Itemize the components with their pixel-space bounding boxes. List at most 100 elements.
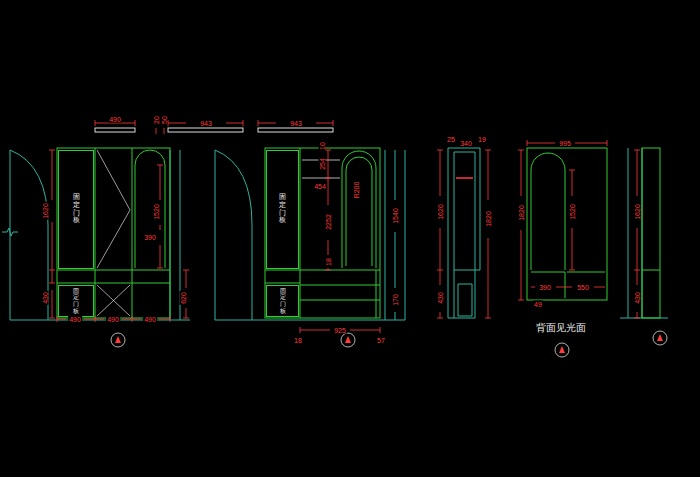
dimension-line bbox=[437, 150, 443, 318]
section-outline bbox=[454, 152, 475, 318]
view-marker bbox=[341, 333, 355, 347]
view-marker bbox=[111, 333, 125, 347]
dimension-line bbox=[57, 316, 170, 322]
hanging-rod bbox=[456, 177, 473, 179]
dimension-text: 995 bbox=[558, 140, 572, 147]
view-marker bbox=[653, 331, 667, 345]
cabinet-outline bbox=[265, 148, 380, 318]
dimension-text: 25 bbox=[446, 136, 456, 143]
top-view-bar bbox=[95, 128, 333, 132]
dimension-text: 340 bbox=[459, 140, 473, 147]
dimension-line bbox=[527, 140, 607, 146]
dimension-text: 390 bbox=[538, 284, 552, 291]
top-view-bar bbox=[95, 128, 135, 132]
dimension-line bbox=[49, 150, 55, 318]
dimension-text: 943 bbox=[289, 120, 303, 127]
panel-label: 固定门板 bbox=[280, 288, 286, 314]
wall-outline bbox=[2, 150, 190, 320]
dimension-text: 490 bbox=[68, 316, 82, 323]
dimension-text: 390 bbox=[143, 234, 157, 241]
section-outline bbox=[448, 148, 480, 318]
dimension-text: 19 bbox=[477, 136, 487, 143]
door-swing bbox=[97, 150, 130, 268]
dimension-text: 1820 bbox=[518, 204, 525, 222]
panel-label: 固定门板 bbox=[73, 288, 79, 314]
dimension-text: 49 bbox=[533, 301, 543, 308]
dimension-line bbox=[168, 120, 243, 126]
panel-label: 固定门板 bbox=[73, 194, 80, 225]
side-panel-outline bbox=[642, 270, 660, 271]
dimension-text: 18 bbox=[325, 257, 332, 267]
section-outline bbox=[448, 148, 480, 318]
cabinet-outline bbox=[265, 148, 380, 318]
wall-outline bbox=[215, 150, 405, 320]
dimension-text: 620 bbox=[180, 291, 187, 305]
dimension-text: 50 bbox=[161, 115, 168, 125]
dimension-text: R200 bbox=[353, 181, 360, 200]
dimension-text: 490 bbox=[106, 316, 120, 323]
dimension-text: 925 bbox=[333, 327, 347, 334]
cabinet-outline bbox=[342, 151, 376, 268]
wall-outline bbox=[10, 150, 190, 320]
dimension-text: 490 bbox=[108, 116, 122, 123]
dimension-text: 254 bbox=[319, 157, 326, 171]
dimension-line bbox=[325, 150, 331, 270]
dimension-line bbox=[569, 170, 575, 270]
cabinet-outline bbox=[57, 148, 170, 318]
dimension-line bbox=[95, 120, 333, 134]
dimension-text: 20 bbox=[153, 115, 160, 125]
back-panel-outline bbox=[527, 148, 607, 300]
view-marker-mark bbox=[345, 336, 351, 343]
cabinet-outline bbox=[265, 148, 380, 318]
view-marker bbox=[555, 343, 569, 357]
hanging-rod bbox=[456, 177, 473, 179]
dimension-text: 10 bbox=[319, 141, 326, 151]
wall-outline bbox=[215, 150, 405, 320]
door-swing bbox=[97, 150, 130, 316]
dimension-text: 2252 bbox=[325, 213, 332, 231]
dimension-text: 170 bbox=[392, 293, 399, 307]
top-view-bar bbox=[258, 128, 333, 132]
cabinet-outline bbox=[135, 150, 165, 268]
side-outline bbox=[620, 148, 668, 318]
dimension-text: 490 bbox=[143, 316, 157, 323]
panel-label: 固定门板 bbox=[279, 194, 286, 225]
dimension-line bbox=[485, 150, 491, 318]
side-outline bbox=[620, 148, 668, 318]
dimension-text: 1520 bbox=[569, 203, 576, 221]
dimension-text: 1620 bbox=[634, 203, 641, 221]
dimension-text: 1820 bbox=[485, 210, 492, 228]
dimension-line bbox=[156, 128, 164, 134]
dimension-text: 57 bbox=[376, 337, 386, 344]
wall-outline bbox=[2, 228, 18, 236]
top-view-bar bbox=[168, 128, 243, 132]
dimension-line bbox=[634, 150, 640, 318]
dimension-text: 1620 bbox=[437, 203, 444, 221]
back-panel-outline bbox=[531, 272, 605, 298]
dimension-text: 550 bbox=[576, 284, 590, 291]
dimension-text: 1540 bbox=[392, 207, 399, 225]
dimension-line bbox=[437, 150, 491, 318]
view-marker-mark bbox=[657, 334, 663, 341]
side-panel-outline bbox=[642, 148, 660, 318]
dimension-line bbox=[300, 150, 380, 333]
cabinet-outline bbox=[346, 157, 372, 266]
dimension-text: 430 bbox=[437, 291, 444, 305]
view-marker-mark bbox=[115, 334, 663, 353]
dimension-line bbox=[49, 150, 189, 322]
side-panel-outline bbox=[642, 148, 660, 318]
view-marker-mark bbox=[559, 346, 565, 353]
cabinet-outline bbox=[57, 148, 170, 318]
view-marker bbox=[111, 331, 667, 357]
dimension-line bbox=[300, 327, 380, 333]
dimension-line bbox=[258, 120, 333, 126]
cabinet-outline bbox=[57, 148, 170, 318]
fixed-door-panel: 固定门板 bbox=[58, 150, 94, 269]
view-caption: 背面见光面 bbox=[535, 323, 587, 333]
dimension-text: 18 bbox=[293, 337, 303, 344]
dimension-text: 454 bbox=[313, 183, 327, 190]
fixed-door-panel: 固定门板 bbox=[58, 285, 94, 317]
view-marker-mark bbox=[115, 336, 121, 343]
